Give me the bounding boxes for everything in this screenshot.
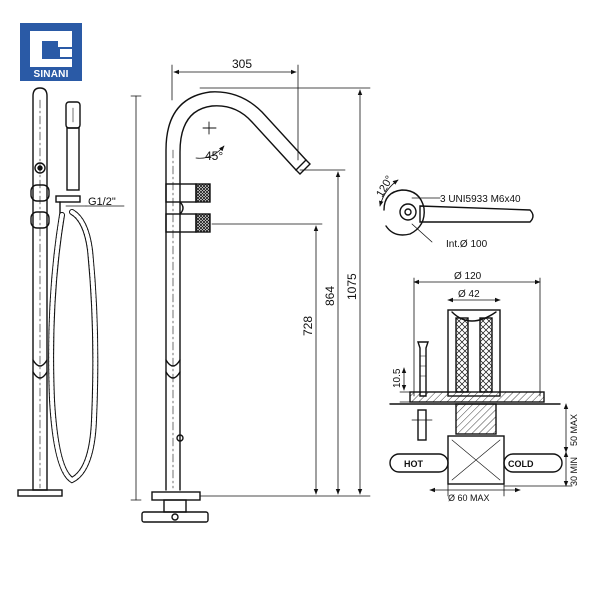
label-screws: 3 UNI5933 M6x40 xyxy=(440,194,521,205)
dim-inlet-thread: G1/2" xyxy=(88,196,116,208)
dim-flange-diameter: Ø 120 xyxy=(454,271,482,282)
dim-height-spout: 864 xyxy=(323,286,337,306)
label-interaxis: Int.Ø 100 xyxy=(446,239,488,250)
dim-flange-height: 10.5 xyxy=(392,368,403,388)
dim-height-handle: 728 xyxy=(301,316,315,336)
dimension-spout-reach xyxy=(171,64,299,161)
front-view xyxy=(141,91,311,523)
pipe-hot-label: HOT xyxy=(404,459,424,469)
dim-spout-reach: 305 xyxy=(232,57,252,71)
dim-pipe-diameter: Ø 60 MAX xyxy=(448,493,490,503)
dim-depth-min: 30 MIN xyxy=(569,457,579,486)
installation-section xyxy=(389,277,573,497)
dim-spout-angle: 45° xyxy=(205,149,223,163)
brand-name: SINANI xyxy=(33,69,69,80)
pipe-cold-label: COLD xyxy=(508,459,534,469)
dim-handle-rotation: 120° xyxy=(374,174,396,200)
dimension-heights xyxy=(130,87,371,501)
brand-logo: SINANI xyxy=(20,23,82,81)
logo-mark xyxy=(20,23,82,81)
dim-depth-max: 50 MAX xyxy=(569,414,579,446)
dim-height-total: 1075 xyxy=(345,273,359,300)
handle-top-view xyxy=(379,179,534,243)
dim-body-diameter: Ø 42 xyxy=(458,289,480,300)
side-view xyxy=(17,87,125,497)
